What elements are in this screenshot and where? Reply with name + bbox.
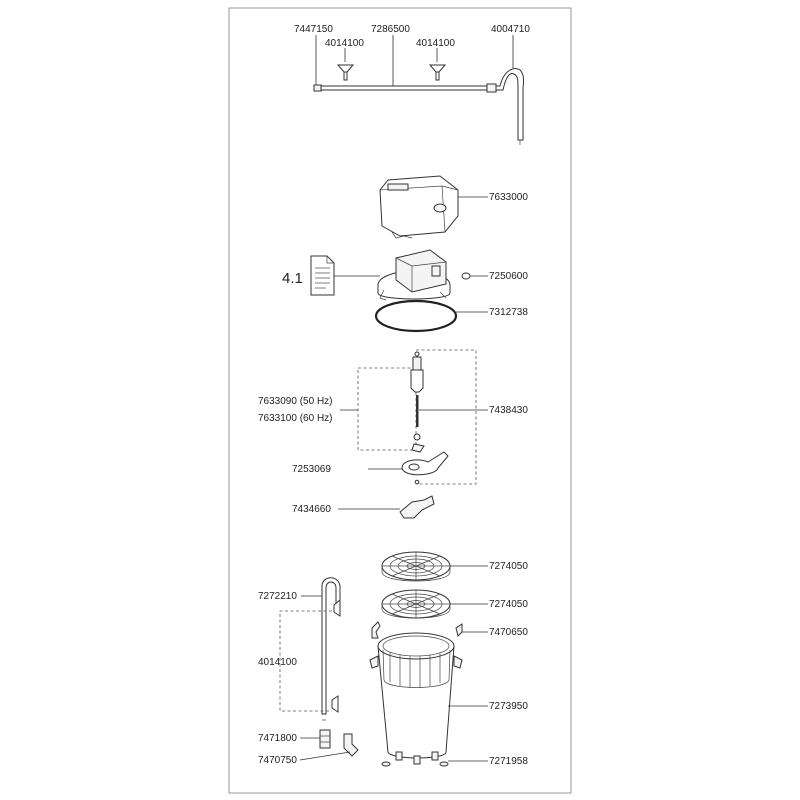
suction-cup-icon <box>428 64 447 81</box>
document-icon <box>310 255 335 296</box>
part-label: 7312738 <box>489 307 528 318</box>
container-clip <box>455 623 463 637</box>
part-label: 7438430 <box>489 405 528 416</box>
part-label: 7633000 <box>489 192 528 203</box>
locking-clip <box>399 495 435 519</box>
end-cap <box>313 84 322 92</box>
intake-pipe <box>321 577 341 721</box>
part-label: 7273950 <box>489 701 528 712</box>
part-label: 4014100 <box>325 38 364 49</box>
part-label: 4004710 <box>491 24 530 35</box>
part-label: 7274050 <box>489 599 528 610</box>
container-clip <box>371 621 381 639</box>
impeller-set-bracket <box>357 367 417 451</box>
intake-strainer <box>319 729 331 749</box>
part-label: 7271958 <box>489 756 528 767</box>
motor-unit <box>377 249 451 301</box>
part-label: 7470650 <box>489 627 528 638</box>
head-gasket <box>374 299 458 333</box>
spray-bar-pipe <box>320 85 488 91</box>
part-label: 7272210 <box>258 591 297 602</box>
bent-outlet-pipe <box>495 68 525 141</box>
impeller-axle <box>410 351 424 441</box>
part-label: 7633100 (60 Hz) <box>258 413 333 424</box>
part-label: 7633090 (50 Hz) <box>258 396 333 407</box>
pipe-connector <box>486 83 497 93</box>
part-label: 7250600 <box>489 271 528 282</box>
part-label: 7470750 <box>258 755 297 766</box>
motor-head-cover <box>379 175 459 239</box>
filter-container <box>369 632 463 767</box>
axle-bracket <box>416 349 477 485</box>
part-label: 4014100 <box>258 657 297 668</box>
elbow-connector <box>343 733 359 757</box>
suction-cup-icon <box>336 64 355 81</box>
part-label: 7253069 <box>292 464 331 475</box>
impeller-cover <box>401 443 449 485</box>
part-label: 4014100 <box>416 38 455 49</box>
filter-grid-upper <box>381 551 451 582</box>
part-label: 7286500 <box>371 24 410 35</box>
part-label: 7434660 <box>292 504 331 515</box>
outlet-pipe-assembly <box>313 35 525 145</box>
o-ring <box>461 272 471 280</box>
part-label: 7471800 <box>258 733 297 744</box>
suction-cup-bracket <box>279 610 332 712</box>
diagram-frame <box>228 7 572 794</box>
doc-ref-label: 4.1 <box>282 270 303 287</box>
part-label: 7274050 <box>489 561 528 572</box>
filter-grid-lower <box>381 589 451 619</box>
part-label: 7447150 <box>294 24 333 35</box>
